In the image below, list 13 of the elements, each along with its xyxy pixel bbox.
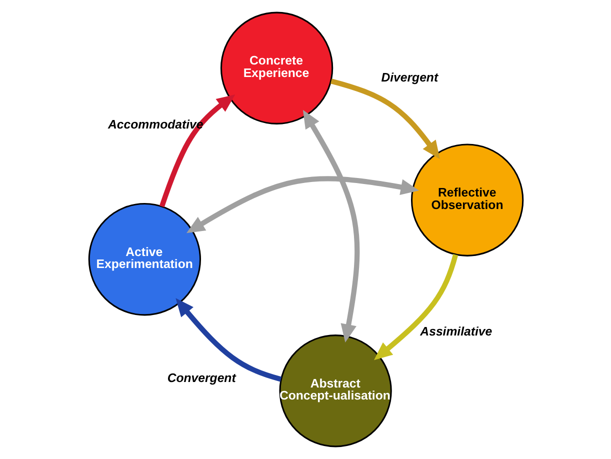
node-circle: Active Experimentation [88, 203, 201, 316]
label: Assimilative [420, 324, 492, 338]
node-circle: Concrete Experience [220, 12, 333, 124]
arrow [175, 298, 282, 382]
label: Divergent [380, 70, 438, 84]
node-circle: Abstract Concept-ualisation [278, 334, 392, 448]
arrow [186, 176, 419, 234]
arrow [158, 94, 235, 208]
arrow [373, 254, 458, 360]
node-circle: Reflective Observation [410, 144, 524, 256]
arrow [302, 110, 360, 343]
arrow [330, 78, 440, 160]
label: Convergent [166, 371, 236, 386]
